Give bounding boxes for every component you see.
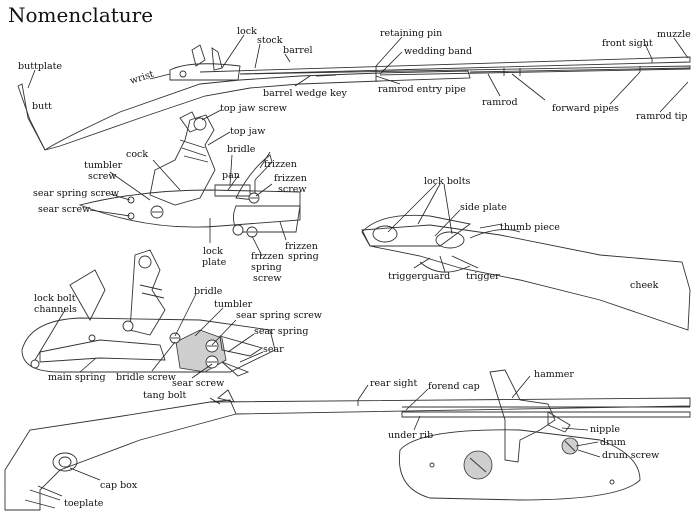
label-ramrod: ramrod — [482, 97, 518, 108]
label-bridle-screw: bridle screw — [116, 372, 176, 383]
label-top-jaw-screw: top jaw screw — [220, 103, 287, 114]
label-ramrod-tip: ramrod tip — [636, 111, 688, 122]
label-lock-bolt-channels: lock bolt — [34, 293, 76, 304]
leader-lines — [27, 34, 689, 497]
label-frizzen-spring-screw-line3: screw — [253, 273, 282, 284]
label-sear-spring: sear spring — [254, 326, 308, 337]
label-lock-plate: lock — [203, 246, 223, 257]
label-side-plate: side plate — [460, 202, 507, 213]
flintlock-rifle-drawing — [17, 44, 691, 151]
label-frizzen-screw: frizzen — [274, 173, 307, 184]
label-front-sight: front sight — [602, 38, 653, 49]
label-frizzen-screw-line2: screw — [278, 184, 307, 195]
label-ramrod-entry-pipe: ramrod entry pipe — [378, 84, 466, 95]
label-bridle: bridle — [227, 144, 256, 155]
label-buttplate: buttplate — [18, 61, 62, 72]
label-frizzen-spring-line2: spring — [288, 251, 319, 262]
label-lock-bolts: lock bolts — [424, 176, 471, 187]
label-sear-spring-screw-inner: sear spring screw — [236, 310, 322, 321]
label-tumbler-screw-line2: screw — [88, 171, 117, 182]
label-sear: sear — [263, 344, 284, 355]
label-nipple: nipple — [590, 424, 620, 435]
label-wedding-band: wedding band — [404, 46, 472, 57]
label-stock: stock — [257, 35, 283, 46]
label-tang-bolt: tang bolt — [143, 390, 187, 401]
label-cap-box: cap box — [100, 480, 138, 491]
label-drum-screw: drum screw — [602, 450, 659, 461]
label-butt: butt — [32, 101, 52, 112]
label-trigger: trigger — [466, 271, 500, 282]
label-tumbler-screw: tumbler — [84, 160, 123, 171]
flintlock-inside-drawing — [21, 249, 276, 377]
label-forward-pipes: forward pipes — [552, 103, 619, 114]
label-under-rib: under rib — [388, 430, 433, 441]
label-sear-spring-screw: sear spring screw — [33, 188, 119, 199]
label-pan: pan — [222, 170, 240, 181]
percussion-lock-drawing — [398, 369, 641, 501]
label-drum: drum — [600, 437, 626, 448]
label-sear-screw: sear screw — [38, 204, 90, 215]
label-hammer: hammer — [534, 369, 574, 380]
percussion-rifle-drawing — [4, 389, 691, 511]
label-thumb-piece: thumb piece — [500, 222, 560, 233]
label-muzzle: muzzle — [657, 29, 691, 40]
label-tumbler: tumbler — [214, 299, 253, 310]
label-triggerguard: triggerguard — [388, 271, 450, 282]
label-sear-screw-inner: sear screw — [172, 378, 224, 389]
label-frizzen-spring: frizzen — [285, 241, 318, 252]
label-cheek: cheek — [630, 280, 659, 291]
label-frizzen: frizzen — [264, 159, 297, 170]
label-lock-plate-line2: plate — [202, 257, 227, 268]
label-lock-bolt-channels-line2: channels — [34, 304, 77, 315]
label-top-jaw: top jaw — [230, 126, 265, 137]
page-title: Nomenclature — [8, 3, 154, 27]
flintlock-outside-drawing — [78, 111, 301, 238]
label-barrel-wedge-key: barrel wedge key — [263, 88, 347, 99]
label-toeplate: toeplate — [64, 498, 104, 509]
label-wrist: wrist — [129, 69, 156, 87]
label-frizzen-spring-screw-line2: spring — [251, 262, 282, 273]
labels: lock stock barrel buttplate wrist butt b… — [18, 26, 691, 509]
label-main-spring: main spring — [48, 372, 106, 383]
label-barrel: barrel — [283, 45, 313, 56]
label-cock: cock — [126, 149, 148, 160]
label-forend-cap: forend cap — [428, 381, 480, 392]
label-retaining-pin: retaining pin — [380, 28, 442, 39]
label-bridle-inner: bridle — [194, 286, 223, 297]
label-rear-sight: rear sight — [370, 378, 418, 389]
label-lock: lock — [237, 26, 257, 37]
label-frizzen-spring-screw: frizzen — [251, 251, 284, 262]
